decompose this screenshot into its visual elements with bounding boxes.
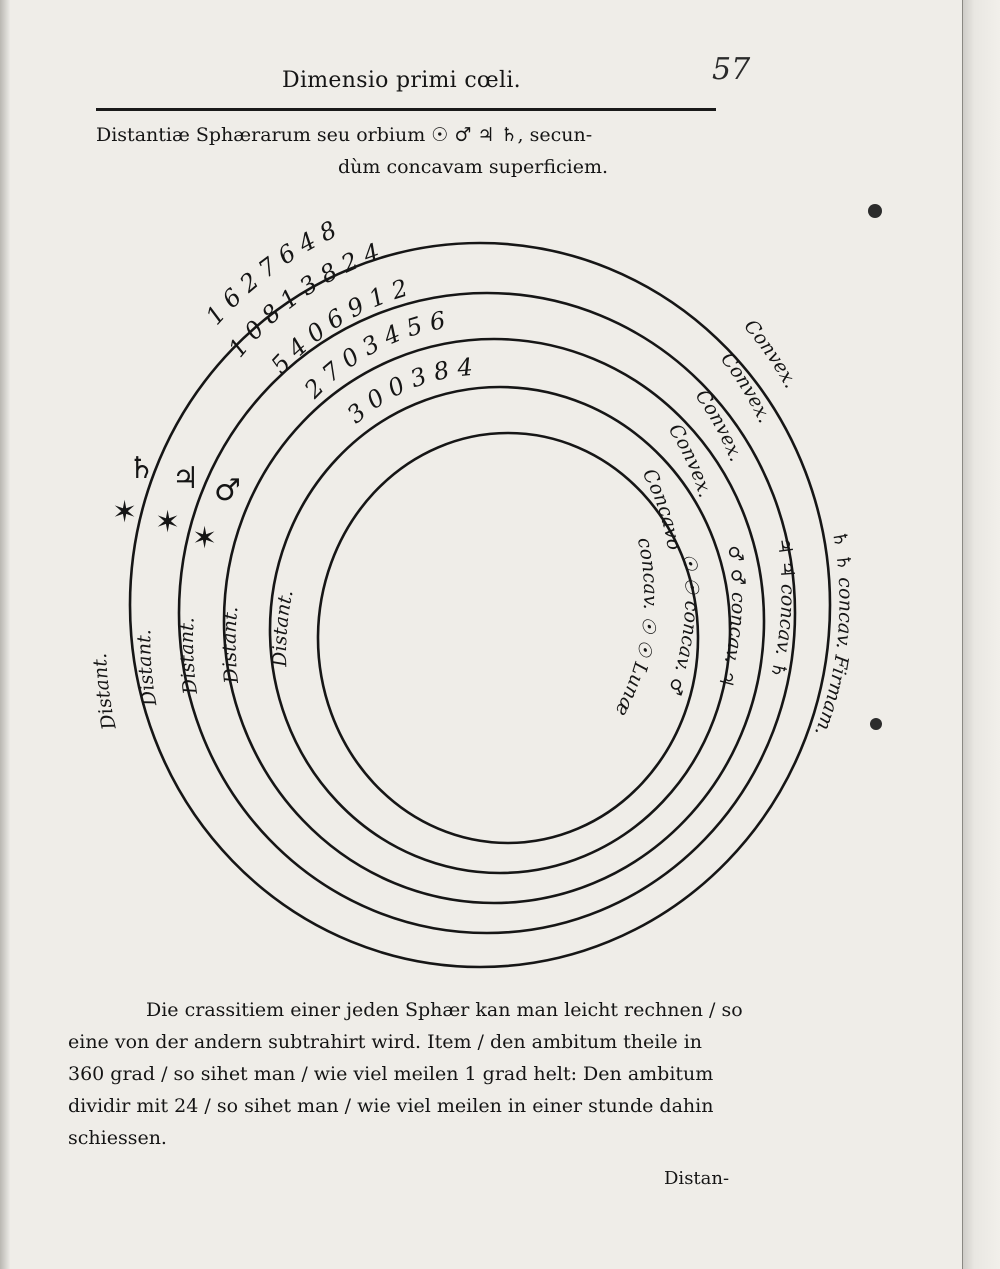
body-line-5: schiessen. [68,1127,167,1149]
ring-1-right-label: ♄ ♄ concav. Firmam. [810,529,856,739]
mars-symbol-icon: ♂ [214,473,241,508]
star-1-icon: ✶ [112,495,137,530]
ink-spot [868,204,882,218]
sphere-ring-4 [268,385,732,875]
page-binding-edge [0,0,10,1269]
header-rule [96,108,716,111]
ring-1-left-label: Distant. [89,653,121,733]
diagram-title-line-2: dùm concavam superficiem. [338,156,609,178]
sphere-ring-3 [222,337,766,905]
page-right-edge [962,0,1000,1269]
body-line-1: Die crassitiem einer jeden Sphær kan man… [146,999,743,1021]
ink-spot [870,718,882,730]
body-line-2: eine von der andern subtrahirt wird. Ite… [68,1031,703,1053]
page-number: 57 [712,52,751,87]
sphere-ring-1 [128,241,832,969]
sphere-ring-5 [316,431,700,845]
sphere-ring-2 [177,291,797,935]
ring-3-left-label: Distant. [176,616,202,696]
star-2-icon: ✶ [155,505,180,540]
jupiter-symbol-icon: ♃ [172,461,199,496]
body-paragraph: Die crassitiem einer jeden Sphær kan man… [68,994,758,1154]
saturn-symbol-icon: ♄ [128,451,155,486]
running-title: Dimensio primi cœli. [282,68,521,93]
body-line-4: dividir mit 24 / so sihet man / wie viel… [68,1095,714,1117]
ring-4-right-label: ☉ ☉ concav. ♂ [663,552,702,698]
catchword: Distan- [664,1168,730,1189]
star-3-icon: ✶ [192,521,217,556]
ring-5-left-label: Distant. [269,588,298,668]
convex-label-4: Convex. [664,420,716,500]
diagram-title-line-1: Distantiæ Sphærarum seu orbium ☉ ♂ ♃ ♄, … [96,124,593,146]
ring-3-right-label: ♂ ♂ concav. ♃ [714,544,749,690]
ring-2-left-label: Distant. [133,629,161,709]
ring-2-right-label: ♃ ♃ concav. ♄ [766,536,799,681]
body-line-3: 360 grad / so sihet man / wie viel meile… [68,1063,714,1085]
ring-4-left-label: Distant. [219,605,244,685]
